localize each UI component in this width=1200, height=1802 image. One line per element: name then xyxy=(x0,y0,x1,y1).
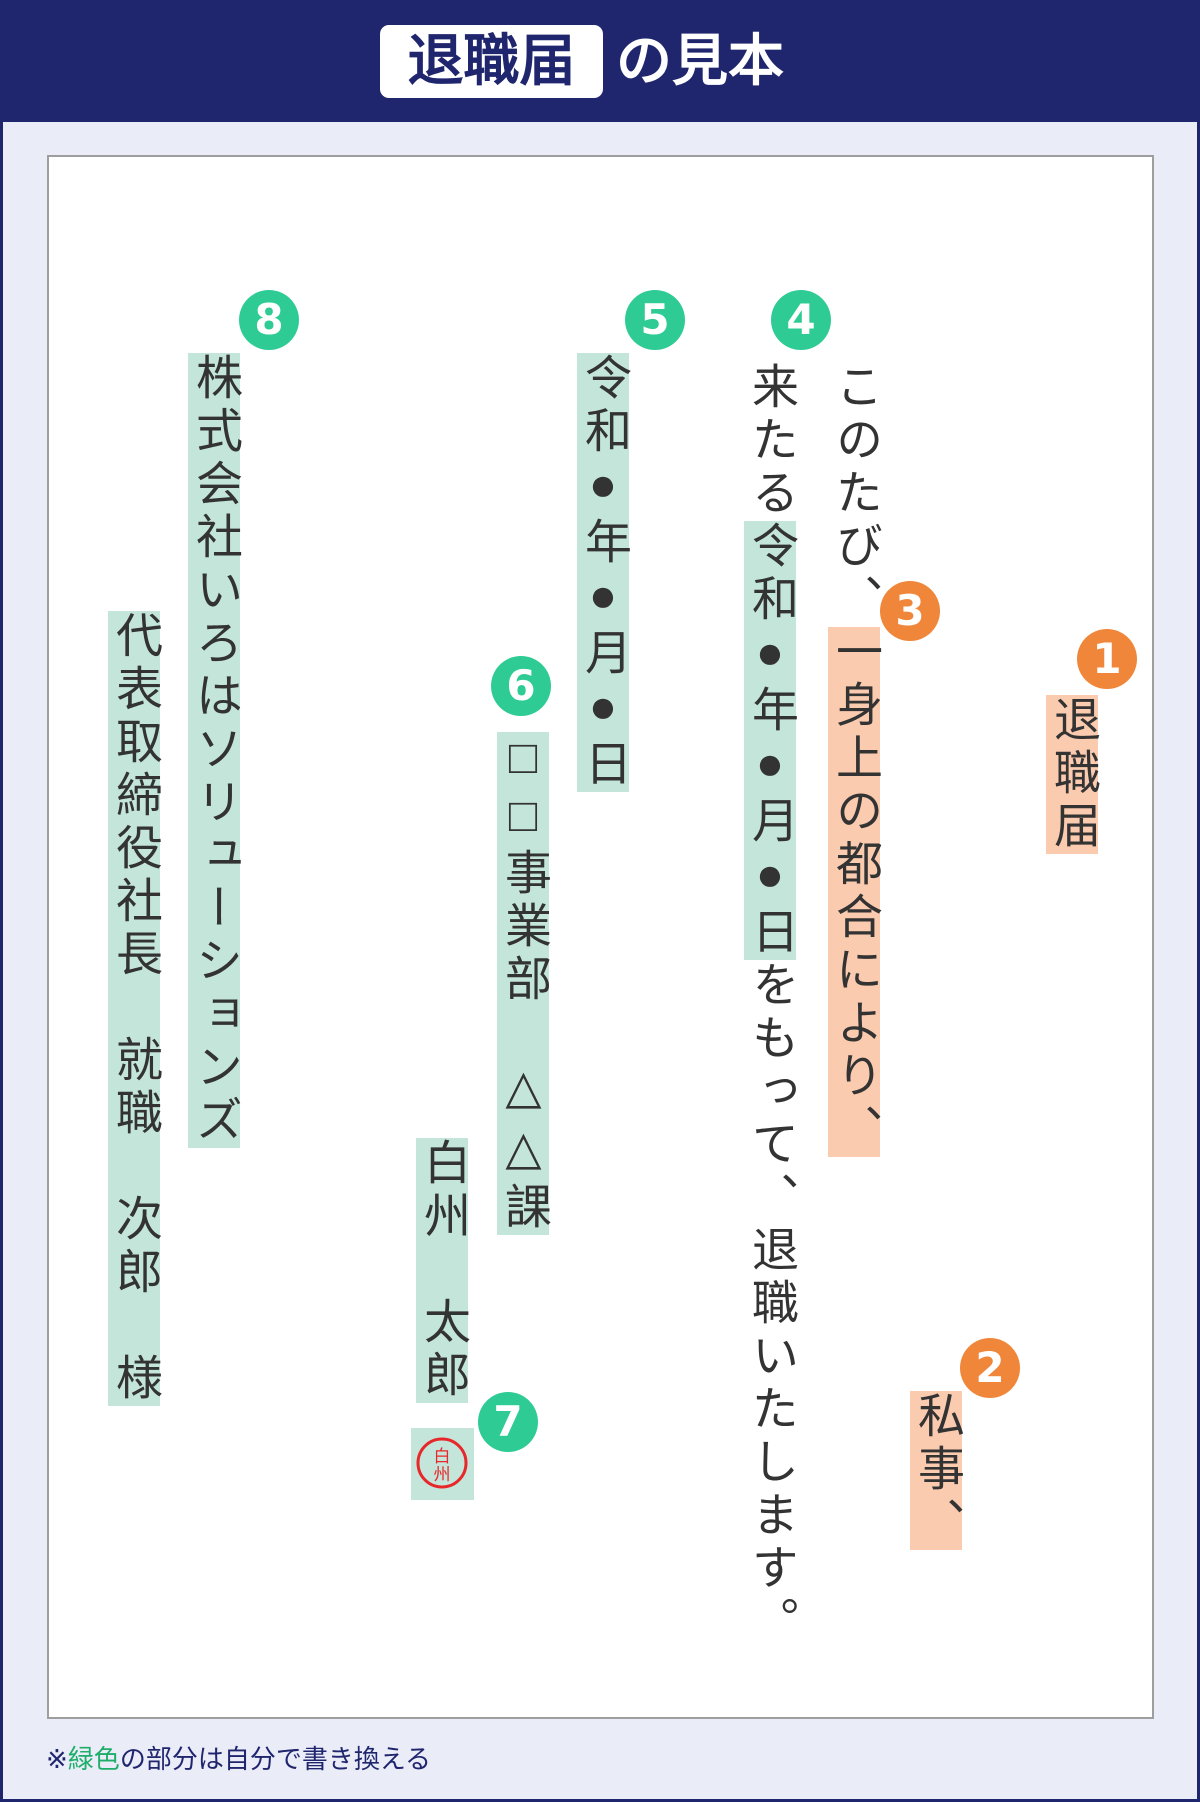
seal-stamp: 白 州 xyxy=(411,1428,474,1500)
badge-1: 1 xyxy=(1077,629,1137,689)
badge-7: 7 xyxy=(478,1392,538,1452)
addressee-text: 代表取締役社長 就職 次郎 様 xyxy=(108,611,160,1406)
letter-title-text: 退職届 xyxy=(1046,695,1098,854)
sender-name: 白州 太郎 xyxy=(416,1138,468,1403)
submit-date-text: 令和●年●月●日 xyxy=(577,353,629,792)
sender-name-text: 白州 太郎 xyxy=(416,1138,468,1403)
badge-5: 5 xyxy=(625,290,685,350)
department: □□事業部 △△課 xyxy=(497,732,549,1235)
seal-stamp-icon: 白 州 xyxy=(416,1437,468,1489)
body-line-2: 来たる令和●年●月●日をもって、退職いたします。 xyxy=(744,362,796,1649)
department-text: □□事業部 △△課 xyxy=(497,732,549,1235)
header: 退職届 の見本 xyxy=(0,0,1200,122)
company-name-text: 株式会社いろはソリューションズ xyxy=(188,353,240,1148)
note-green-word: 緑色 xyxy=(67,1745,120,1775)
opening-text: 私事、 xyxy=(910,1391,962,1550)
line2-suffix: をもって、退職いたします。 xyxy=(744,960,796,1649)
title-highlight: 退職届 xyxy=(380,25,603,98)
resign-date: 令和●年●月●日 xyxy=(744,521,796,960)
reason-text: 一身上の都合により、 xyxy=(828,627,880,1157)
note-mark: ※ xyxy=(46,1745,68,1775)
body-prefix: このたび、 xyxy=(828,362,880,627)
svg-text:州: 州 xyxy=(434,1465,451,1485)
badge-2: 2 xyxy=(960,1338,1020,1398)
title-rest: の見本 xyxy=(616,29,784,94)
letter-opening: 私事、 xyxy=(910,1391,962,1550)
badge-8: 8 xyxy=(239,290,299,350)
body-line-1: このたび、一身上の都合により、 xyxy=(828,362,880,1157)
line2-prefix: 来たる xyxy=(744,362,796,521)
note-rest: の部分は自分で書き換える xyxy=(119,1745,432,1775)
company-name: 株式会社いろはソリューションズ xyxy=(188,353,240,1148)
addressee: 代表取締役社長 就職 次郎 様 xyxy=(108,611,160,1406)
badge-3: 3 xyxy=(880,581,940,641)
badge-6: 6 xyxy=(491,656,551,716)
submit-date: 令和●年●月●日 xyxy=(577,353,629,792)
badge-4: 4 xyxy=(771,290,831,350)
svg-text:白: 白 xyxy=(434,1447,451,1467)
letter-title: 退職届 xyxy=(1046,695,1098,854)
footer-note: ※緑色の部分は自分で書き換える xyxy=(46,1742,431,1778)
